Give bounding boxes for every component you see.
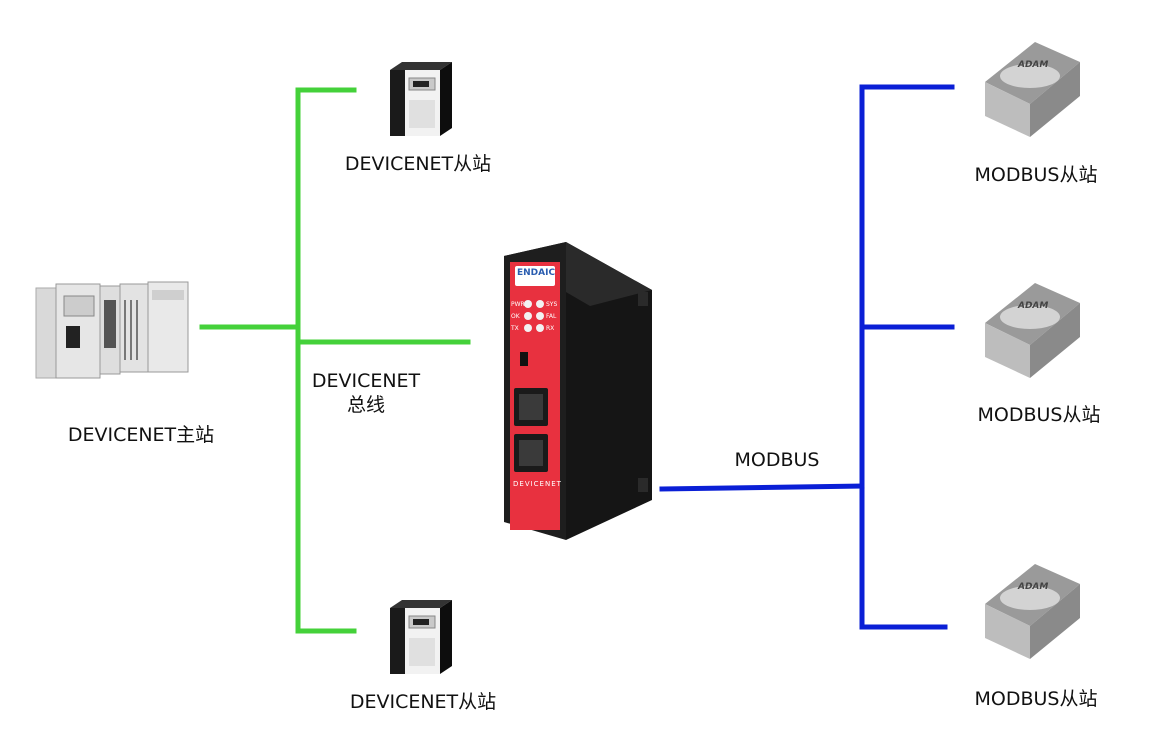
modbus-bus bbox=[659, 84, 955, 630]
led-label-rx: RX bbox=[546, 325, 555, 332]
gateway-led-labels-left: PWR OK TX bbox=[511, 299, 525, 335]
label-modbus-slave-3: MODBUS从站 bbox=[974, 688, 1098, 710]
led-label-tx: TX bbox=[511, 325, 519, 332]
modbus-slave-3-icon bbox=[985, 564, 1080, 659]
plc-master-icon bbox=[35, 281, 189, 379]
modbus-branch-gateway bbox=[659, 483, 865, 492]
led-label-ok: OK bbox=[511, 313, 520, 320]
devicenet-slave-top-icon bbox=[390, 62, 452, 136]
gateway-brand: ENDAIC bbox=[517, 268, 556, 278]
gateway-led-labels-right: SYS FAL RX bbox=[546, 299, 557, 335]
led-label-fal: FAL bbox=[546, 313, 557, 320]
modbus-slave-2-icon bbox=[985, 283, 1080, 378]
label-devicenet-bus-line2: 总线 bbox=[346, 393, 385, 416]
devicenet-bus bbox=[199, 87, 471, 634]
gateway-port-label: DEVICENET bbox=[513, 480, 562, 488]
module-brand-3: ADAM bbox=[1018, 582, 1049, 592]
gateway-device bbox=[504, 242, 652, 540]
led-label-sys: SYS bbox=[546, 301, 558, 308]
label-modbus-slave-1: MODBUS从站 bbox=[974, 164, 1098, 186]
label-modbus-bus: MODBUS bbox=[734, 449, 820, 471]
devicenet-slave-bottom-icon bbox=[390, 600, 452, 674]
label-devicenet-bus: DEVICENET 总线 bbox=[312, 370, 420, 418]
label-devicenet-slave-top: DEVICENET从站 bbox=[344, 153, 492, 175]
label-devicenet-slave-bottom: DEVICENET从站 bbox=[349, 691, 497, 713]
module-brand-1: ADAM bbox=[1018, 60, 1049, 70]
label-devicenet-master: DEVICENET主站 bbox=[67, 424, 215, 446]
led-label-pwr: PWR bbox=[511, 301, 525, 308]
label-devicenet-bus-line1: DEVICENET bbox=[311, 370, 421, 392]
module-brand-2: ADAM bbox=[1018, 301, 1049, 311]
modbus-slave-1-icon bbox=[985, 42, 1080, 137]
label-modbus-slave-2: MODBUS从站 bbox=[977, 404, 1101, 426]
